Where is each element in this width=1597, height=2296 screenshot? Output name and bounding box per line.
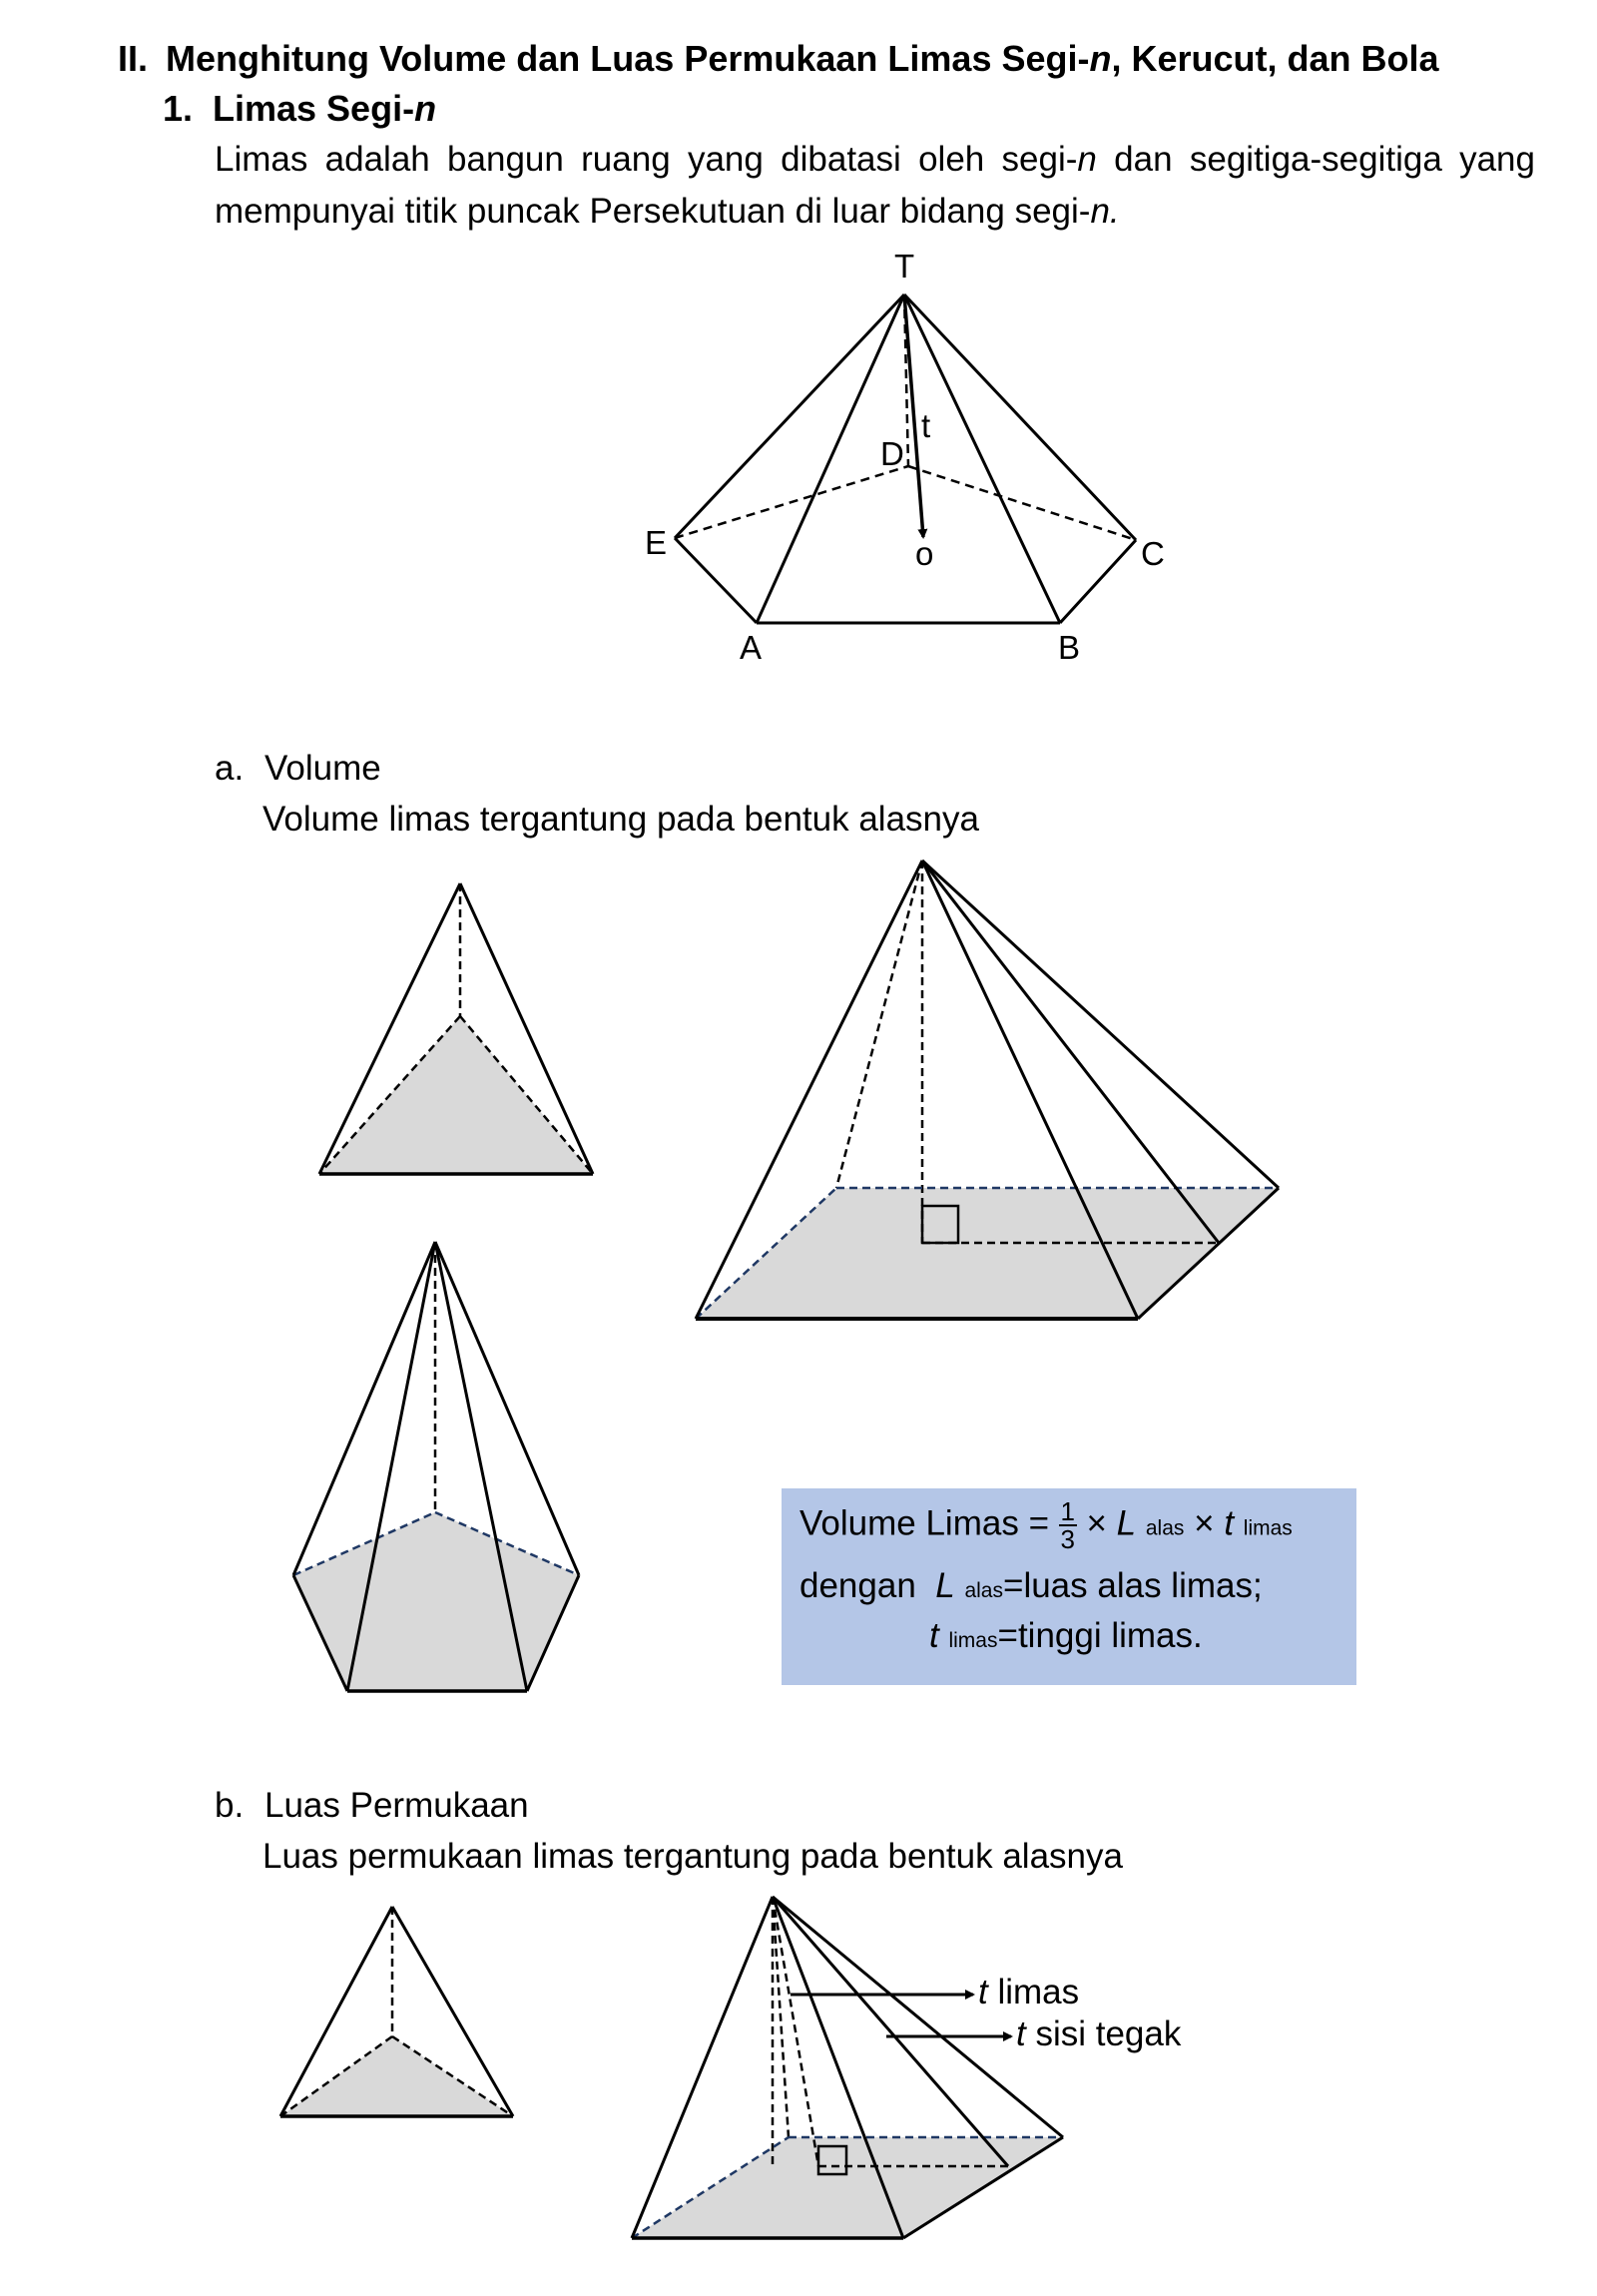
paragraph-text: Limas adalah bangun ruang yang dibatasi … <box>215 140 1078 179</box>
volume-number: a. <box>215 749 245 788</box>
section-heading: II. Menghitung Volume dan Luas Permukaan … <box>118 38 1439 80</box>
subsection-number: 1. <box>163 88 194 129</box>
formula-t-def: t <box>929 1616 939 1655</box>
formula-line-1: Volume Limas = 1 3 × L alas × t limas <box>799 1498 1293 1552</box>
formula-sub-limas-def: limas <box>948 1629 998 1652</box>
section-title: Menghitung Volume dan Luas Permukaan Lim… <box>166 38 1090 79</box>
formula-times: × <box>1086 1503 1107 1543</box>
formula-sub-alas: alas <box>1145 1516 1185 1540</box>
formula-equals-3: = <box>997 1616 1018 1655</box>
label-B: B <box>1058 629 1081 666</box>
label-E: E <box>645 524 668 561</box>
volume-heading: a. Volume <box>215 749 381 789</box>
volume-title: Volume <box>265 749 381 788</box>
label-o: o <box>915 535 934 572</box>
paragraph-text: dan segitiga-segitiga yang <box>1096 140 1535 179</box>
formula-fraction-denominator: 3 <box>1060 1524 1075 1554</box>
volume-description: Volume limas tergantung pada bentuk alas… <box>263 800 979 839</box>
triangular-pyramid-volume <box>317 882 595 1176</box>
formula-times-2: × <box>1194 1503 1215 1543</box>
formula-L: L <box>1116 1503 1137 1543</box>
section-title-rest: , Kerucut, dan Bola <box>1111 38 1439 79</box>
paragraph-italic: n <box>1077 140 1097 179</box>
square-pyramid-surface <box>630 1895 1064 2240</box>
formula-volume-label: Volume Limas <box>799 1503 1019 1543</box>
label-t: t <box>921 407 931 444</box>
t-limas-label: t limas <box>978 1973 1079 2012</box>
formula-line-2: dengan L alas=luas alas limas; <box>799 1566 1263 1606</box>
definition-paragraph: Limas adalah bangun ruang yang dibatasi … <box>215 134 1535 238</box>
formula-dengan: dengan <box>799 1566 916 1605</box>
t-limas-italic: t <box>978 1973 988 2011</box>
section-number: II. <box>118 38 149 79</box>
formula-L-def: L <box>935 1566 955 1605</box>
formula-fraction-numerator: 1 <box>1058 1496 1077 1526</box>
volume-formula-box: Volume Limas = 1 3 × L alas × t limas de… <box>782 1488 1356 1685</box>
label-T: T <box>894 248 915 285</box>
paragraph-line-2: mempunyai titik puncak Persekutuan di lu… <box>215 192 1120 231</box>
surface-number: b. <box>215 1786 245 1825</box>
paragraph-text: mempunyai titik puncak Persekutuan di lu… <box>215 192 1091 231</box>
formula-fraction: 1 3 <box>1058 1496 1077 1554</box>
t-limas-text: limas <box>987 1973 1080 2011</box>
label-A: A <box>740 629 763 666</box>
formula-sub-limas: limas <box>1243 1516 1293 1540</box>
surface-heading: b. Luas Permukaan <box>215 1786 529 1826</box>
square-pyramid-volume <box>694 859 1281 1321</box>
subsection-title-italic: n <box>414 88 437 129</box>
t-sisi-tegak-italic: t <box>1016 2014 1026 2053</box>
formula-alas-definition: luas alas limas; <box>1023 1566 1263 1605</box>
surface-title: Luas Permukaan <box>265 1786 529 1825</box>
t-sisi-tegak-label: t sisi tegak <box>1016 2014 1181 2054</box>
paragraph-italic: n. <box>1090 192 1120 231</box>
subsection-title: Limas Segi- <box>213 88 415 129</box>
t-sisi-tegak-text: sisi tegak <box>1025 2014 1182 2053</box>
subsection-heading: 1. Limas Segi-n <box>163 88 436 130</box>
label-C: C <box>1141 535 1165 572</box>
surface-description: Luas permukaan limas tergantung pada ben… <box>263 1837 1123 1876</box>
label-D: D <box>880 435 904 472</box>
formula-equals: = <box>1028 1503 1050 1543</box>
pentagonal-pyramid-figure <box>673 292 1138 625</box>
formula-line-3: t limas=tinggi limas. <box>929 1616 1203 1656</box>
section-title-italic: n <box>1089 38 1112 79</box>
formula-t: t <box>1224 1503 1235 1543</box>
triangular-pyramid-surface <box>278 1906 515 2118</box>
formula-sub-alas-def: alas <box>964 1579 1003 1602</box>
pentagonal-pyramid-volume <box>291 1241 581 1693</box>
formula-equals-2: = <box>1002 1566 1024 1605</box>
paragraph-line-1: Limas adalah bangun ruang yang dibatasi … <box>215 134 1535 186</box>
formula-tinggi-definition: tinggi limas. <box>1017 1616 1203 1655</box>
